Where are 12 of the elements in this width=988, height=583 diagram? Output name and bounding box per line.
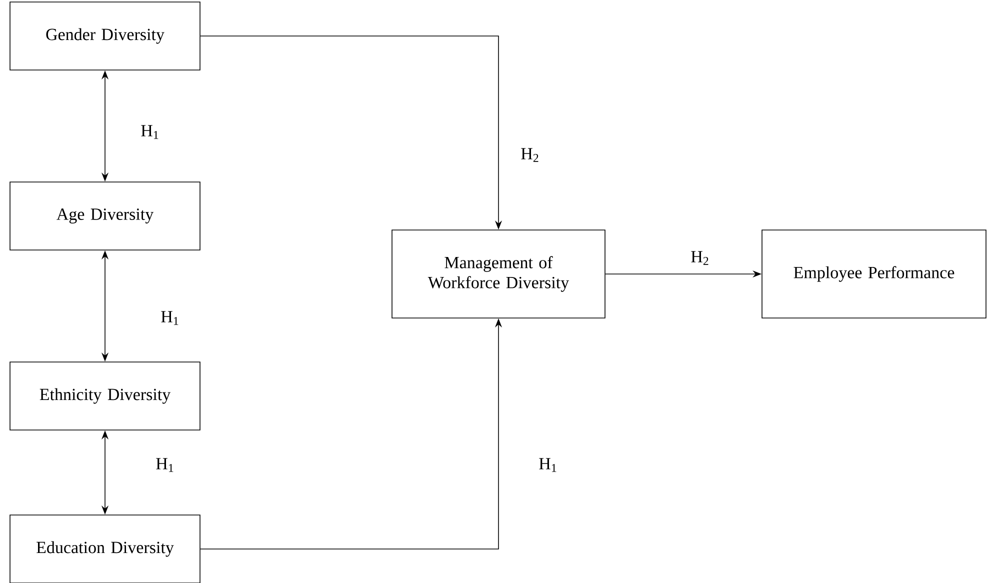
concept-box: Ethnicity Diversity bbox=[10, 362, 200, 430]
edge-label: H$_{1}$ bbox=[140, 124, 160, 140]
concept-box: Education Diversity bbox=[10, 514, 200, 583]
concept-box: Management of Workforce Diversity bbox=[392, 230, 606, 318]
concept-box: Age Diversity bbox=[10, 182, 200, 250]
edge-label: H$_{1}$ bbox=[160, 310, 180, 326]
edge-label: H$_{1}$ bbox=[154, 457, 176, 473]
edge-label: H$_{2}$ bbox=[520, 147, 540, 163]
concept-box: Gender Diversity bbox=[10, 2, 200, 70]
edge-label: H$_{2}$ bbox=[690, 250, 710, 266]
edge-label: H$_{1}$ bbox=[538, 457, 558, 473]
concept-box: Employee Performance bbox=[762, 230, 986, 318]
